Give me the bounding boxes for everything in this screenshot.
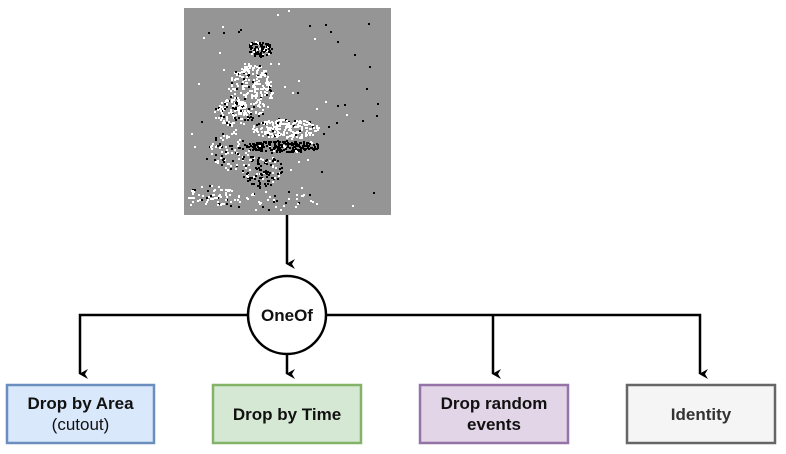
identity-title: Identity bbox=[670, 404, 732, 424]
event-dots bbox=[188, 10, 379, 211]
drop-by-area-subtitle: (cutout) bbox=[51, 415, 110, 434]
oneof-label: OneOf bbox=[261, 305, 313, 325]
drop-by-area-title: Drop by Area bbox=[27, 394, 134, 413]
drop-by-area-node: Drop by Area (cutout) bbox=[7, 385, 154, 443]
drop-by-time-title: Drop by Time bbox=[232, 404, 342, 424]
connector-to-identity bbox=[326, 313, 708, 379]
event-frame-image bbox=[184, 8, 391, 215]
oneof-circle bbox=[246, 274, 328, 356]
identity-node: Identity bbox=[627, 385, 775, 443]
drop-random-events-title: Drop random bbox=[440, 394, 548, 413]
drop-random-events-subtitle: events bbox=[467, 415, 521, 434]
drop-by-time-node: Drop by Time bbox=[213, 385, 361, 443]
drop-random-events-box bbox=[418, 383, 570, 445]
connector-to-drop-by-area bbox=[78, 313, 248, 379]
connectors bbox=[78, 215, 708, 379]
drop-random-events-node: Drop random events bbox=[420, 385, 568, 443]
drop-by-time-box bbox=[211, 383, 363, 445]
identity-box bbox=[625, 383, 777, 445]
drop-by-area-box bbox=[5, 383, 156, 445]
